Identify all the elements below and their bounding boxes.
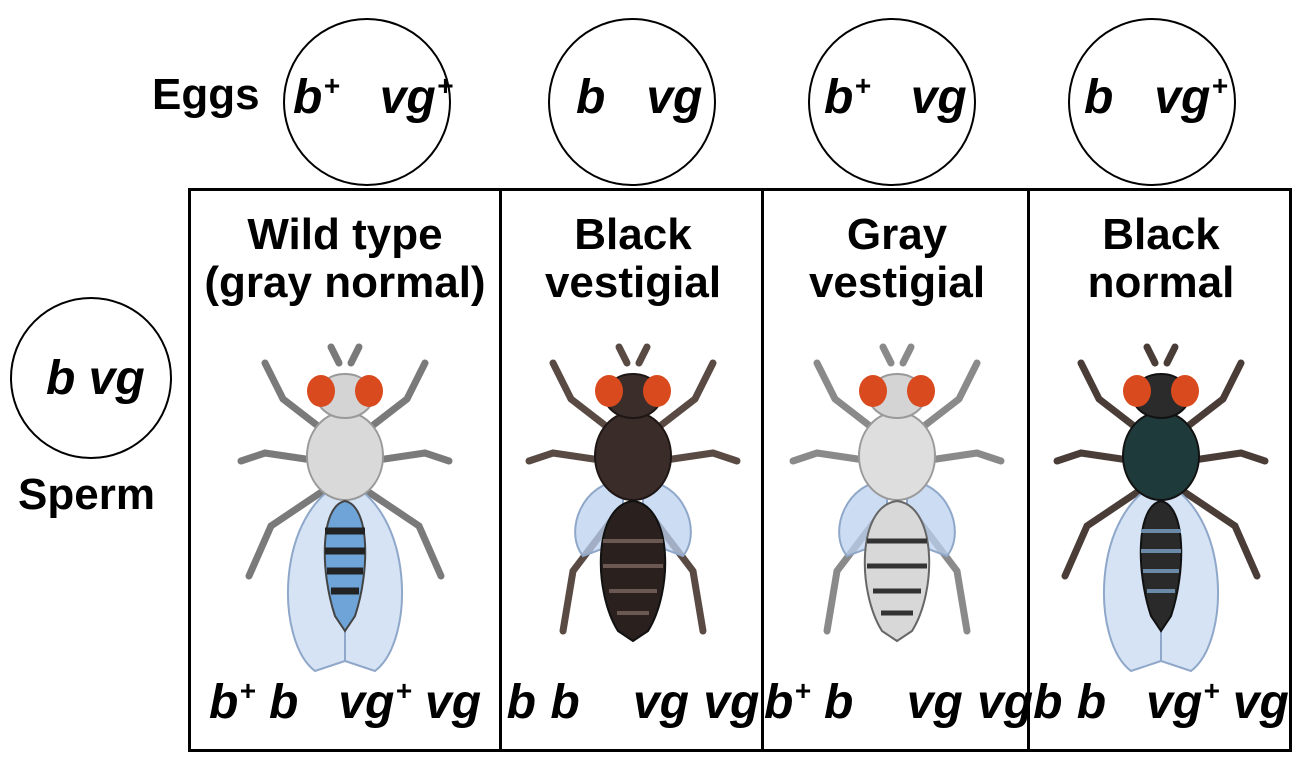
- sperm-label: Sperm: [18, 470, 155, 520]
- phenotype-label-4: Black normal: [1030, 211, 1292, 307]
- sperm-genotype: b vg: [46, 355, 145, 403]
- sperm-circle: b vg: [10, 297, 172, 459]
- genotype-label-4: b b vg+ vg: [1030, 679, 1292, 727]
- egg-circle-2: b vg: [548, 18, 716, 186]
- egg-genotype-3: b+ vg: [824, 74, 968, 122]
- fly-gray-normal-illustration: [235, 341, 455, 681]
- genotype-label-3: b+ b vg vg: [764, 679, 1030, 727]
- offspring-column-4: Black normal b b vg+ vg: [1027, 191, 1292, 749]
- eggs-label: Eggs: [152, 70, 260, 120]
- egg-circle-4: b vg+: [1068, 18, 1236, 186]
- egg-genotype-4: b vg+: [1084, 74, 1228, 122]
- fly-black-vestigial-illustration: [523, 341, 743, 681]
- phenotype-label-2: Black vestigial: [502, 211, 764, 307]
- offspring-grid: Wild type (gray normal) b+ b vg+ vg Blac…: [188, 188, 1292, 752]
- egg-genotype-2: b vg: [576, 74, 703, 122]
- genotype-label-1: b+ b vg+ vg: [191, 679, 499, 727]
- genotype-label-2: b b vg vg: [502, 679, 764, 727]
- fly-black-normal-illustration: [1051, 341, 1271, 681]
- offspring-column-3: Gray vestigial b+ b vg vg: [761, 191, 1030, 749]
- phenotype-label-3: Gray vestigial: [764, 211, 1030, 307]
- phenotype-label-1: Wild type (gray normal): [191, 211, 499, 307]
- egg-genotype-1: b+ vg+: [293, 74, 453, 122]
- egg-circle-1: b+ vg+: [283, 18, 451, 186]
- offspring-column-2: Black vestigial b b vg vg: [499, 191, 764, 749]
- egg-circle-3: b+ vg: [808, 18, 976, 186]
- offspring-column-1: Wild type (gray normal) b+ b vg+ vg: [191, 191, 499, 749]
- fly-gray-vestigial-illustration: [787, 341, 1007, 681]
